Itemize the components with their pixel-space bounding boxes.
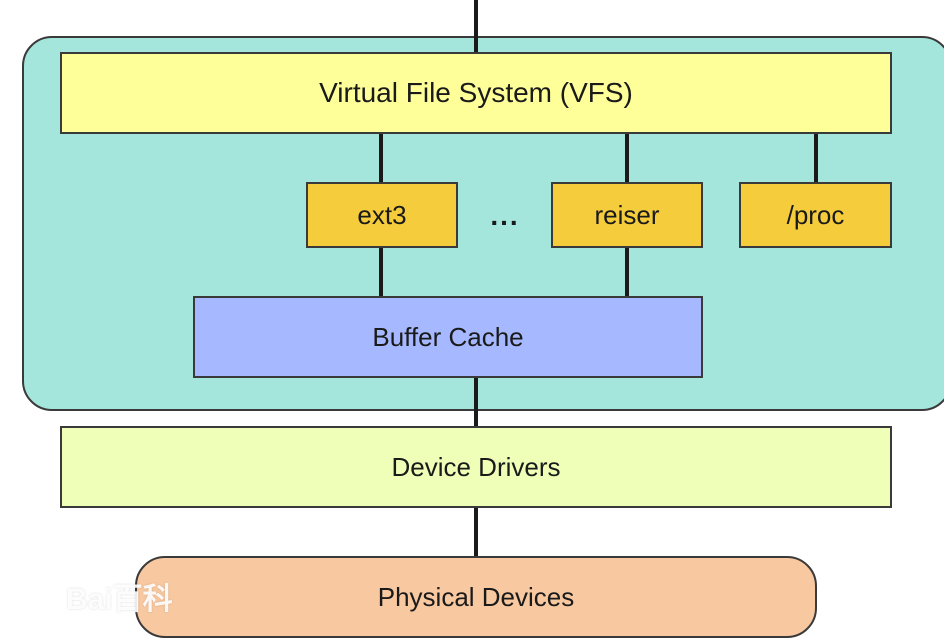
filesystem-label-ext3: ext3 [357,199,407,230]
physical-devices-box: Physical Devices [135,556,817,638]
filesystem-label-reiser: reiser [594,199,660,230]
connector-vfs-to-ext3 [379,132,383,184]
filesystem-ellipsis: ... [490,200,520,231]
connector-vfs-to-reiser [625,132,629,184]
filesystem-box-ext3: ext3 [306,182,458,248]
connector-top-to-vfs [474,0,478,54]
filesystem-box-proc: /proc [739,182,892,248]
filesystem-box-reiser: reiser [551,182,703,248]
vfs-label: Virtual File System (VFS) [319,77,633,108]
buffer-cache-label: Buffer Cache [372,321,524,352]
filesystem-label-proc: /proc [786,199,845,230]
physical-devices-label: Physical Devices [377,581,575,612]
connector-vfs-to-proc [814,132,818,184]
connector-reiser-to-buffer [625,246,629,298]
vfs-box: Virtual File System (VFS) [60,52,892,134]
connector-ext3-to-buffer [379,246,383,298]
device-drivers-label: Device Drivers [391,451,561,482]
device-drivers-box: Device Drivers [60,426,892,508]
buffer-cache-box: Buffer Cache [193,296,703,378]
connector-buffer-to-drivers [474,376,478,428]
connector-drivers-to-physical [474,506,478,558]
